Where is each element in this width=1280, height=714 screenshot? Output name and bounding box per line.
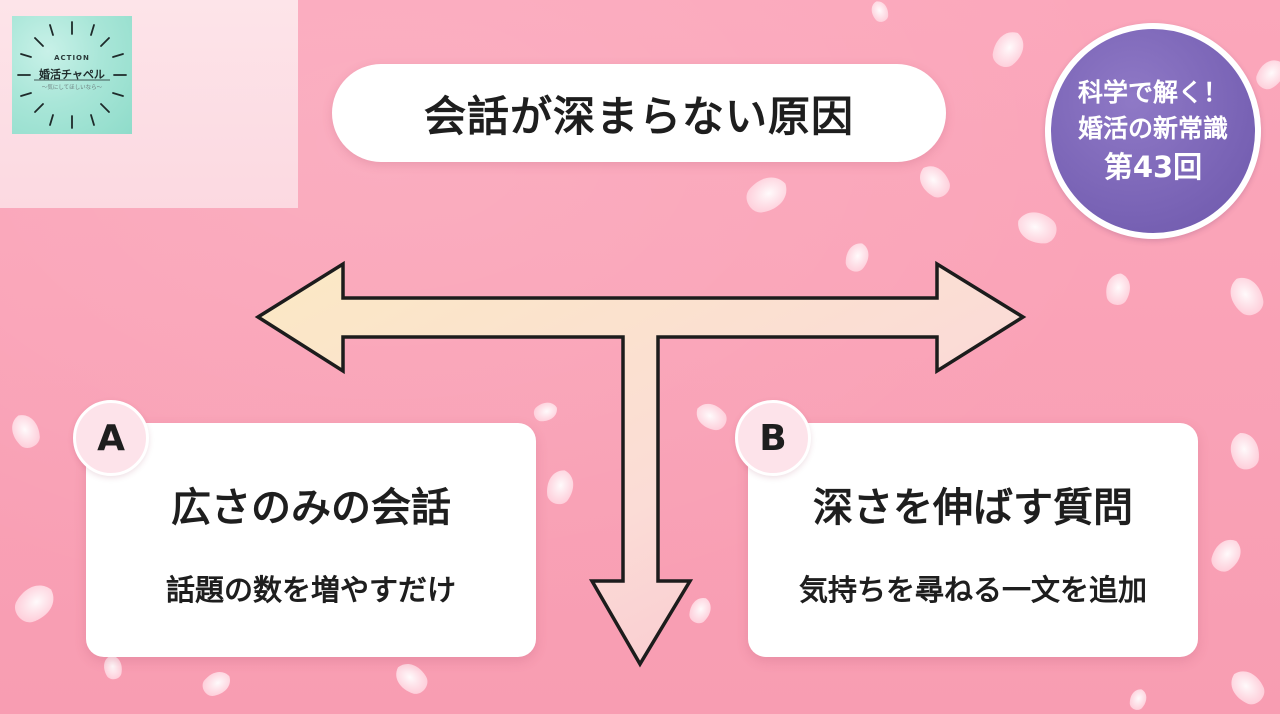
clock-ring-icon xyxy=(17,21,127,129)
option-b-subtext: 気持ちを尋ねる一文を追加 xyxy=(798,573,1147,607)
option-b-heading: 深さを伸ばす質問 xyxy=(813,485,1133,531)
logo-tagline: 〜気にしてほしいなら〜 xyxy=(41,85,103,91)
page-title: 会話が深まらない原因 xyxy=(423,91,854,141)
series-badge-line2: 婚活の新常識 xyxy=(1077,114,1228,143)
brand-logo: ACTION 婚活チャペル 〜気にしてほしいなら〜 xyxy=(12,16,132,134)
arrow-shape xyxy=(254,260,1027,668)
option-a-heading: 広さのみの会話 xyxy=(171,485,451,531)
option-card-b: 深さを伸ばす質問 気持ちを尋ねる一文を追加 xyxy=(748,423,1198,657)
option-card-a: 広さのみの会話 話題の数を増やすだけ xyxy=(86,423,536,657)
series-badge: 科学で解く！ 婚活の新常識 第43回 xyxy=(1045,23,1261,239)
option-a-subtext: 話題の数を増やすだけ xyxy=(165,573,456,607)
logo-name: 婚活チャペル xyxy=(39,68,105,81)
series-badge-line1: 科学で解く！ xyxy=(1077,78,1228,107)
series-badge-episode: 第43回 xyxy=(1103,150,1203,184)
logo-small-text: ACTION xyxy=(54,54,90,62)
option-b-letter: B xyxy=(735,400,811,476)
logo-panel: ACTION 婚活チャペル 〜気にしてほしいなら〜 xyxy=(0,0,298,208)
title-pill: 会話が深まらない原因 xyxy=(332,64,946,162)
option-a-letter: A xyxy=(73,400,149,476)
